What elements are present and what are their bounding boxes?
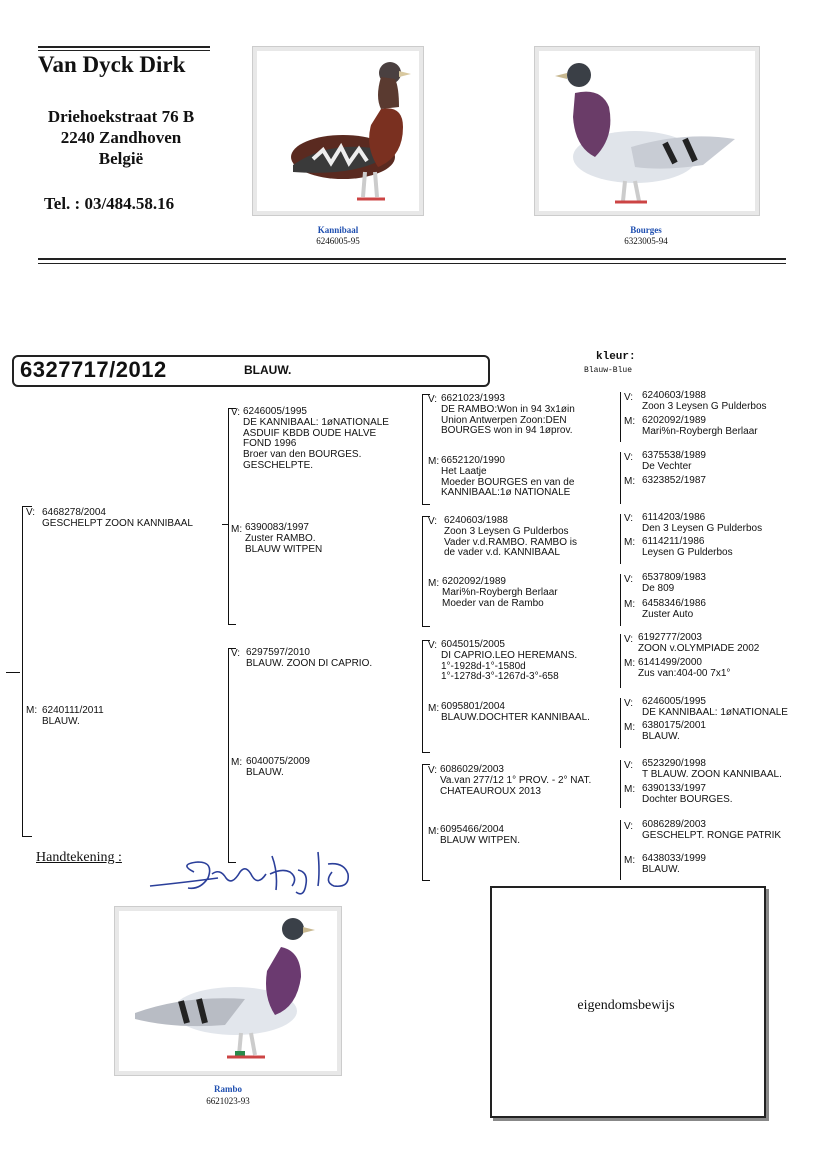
kleur-label: kleur: [596, 351, 636, 363]
gen2-1-tag: V: [231, 407, 241, 418]
gen2-4-tag: M: [231, 757, 243, 768]
gen3-6-tag: M: [428, 703, 440, 714]
gen4-7-sire: 6523290/1998 T BLAUW. ZOON KANNIBAAL. [642, 758, 782, 780]
gen2-2-info: 6390083/1997 Zuster RAMBO. BLAUW WITPEN [245, 522, 323, 555]
certificate-box [490, 886, 766, 1118]
gen3-1-info: 6621023/1993 DE RAMBO:Won in 94 3x1øin U… [441, 393, 575, 437]
sire-info: 6468278/2004 GESCHELPT ZOON KANNIBAAL [42, 507, 193, 529]
subject-ring: 6327717/2012 [20, 357, 167, 382]
owner-street: Driehoekstraat 76 B [47, 107, 195, 126]
gen2-4-info: 6040075/2009 BLAUW. [246, 756, 310, 778]
sire-tag: V: [26, 507, 36, 518]
gen4-2-dam: 6323852/1987 [642, 475, 706, 486]
gen2-1-info: 6246005/1995 DE KANNIBAAL: 1øNATIONALE A… [243, 406, 389, 471]
gen3-3-info: 6240603/1988 Zoon 3 Leysen G Pulderbos V… [444, 515, 577, 559]
gen3-3-tag: V: [428, 516, 438, 527]
certificate-label: eigendomsbewijs [577, 998, 675, 1013]
bourges-photo [534, 46, 760, 216]
kannibaal-photo [252, 46, 424, 216]
pigeon-bourges-image [555, 63, 735, 204]
gen4-2-sire: 6375538/1989 De Vechter [642, 450, 706, 472]
gen3-8-tag: M: [428, 826, 440, 837]
rambo-ring: 6621023-93 [206, 1096, 250, 1106]
pigeon-kannibaal-image [291, 62, 411, 201]
gen2-2-tag: M: [231, 524, 243, 535]
dam-tag: M: [26, 705, 38, 716]
gen3-2-info: 6652120/1990 Het Laatje Moeder BOURGES e… [441, 455, 575, 499]
kannibaal-caption: Kannibaal [317, 225, 359, 235]
owner-city: 2240 Zandhoven [60, 128, 182, 147]
subject-color: BLAUW. [244, 363, 292, 377]
owner-name: Van Dyck Dirk [38, 52, 186, 77]
gen4-6-dam: 6380175/2001 BLAUW. [642, 720, 706, 742]
gen4-5-sire: 6192777/2003 ZOON v.OLYMPIADE 2002 [638, 632, 760, 654]
gen3-4-info: 6202092/1989 Mari%n-Roybergh Berlaar Moe… [442, 576, 558, 609]
bourges-ring: 6323005-94 [624, 236, 668, 246]
dam-info: 6240111/2011 BLAUW. [42, 705, 104, 727]
owner-country: België [98, 149, 144, 168]
rambo-caption: Rambo [213, 1084, 242, 1094]
gen4-7-dam: 6390133/1997 Dochter BOURGES. [642, 783, 733, 805]
gen3-7-tag: V: [428, 765, 438, 776]
gen4-4-sire: 6537809/1983 De 809 [642, 572, 706, 594]
gen4-1-dam: 6202092/1989 Mari%n-Roybergh Berlaar [642, 415, 758, 437]
gen3-1-tag: V: [428, 394, 438, 405]
kleur-value: Blauw-Blue [584, 366, 633, 375]
gen3-5-tag: V: [428, 640, 438, 651]
bourges-caption: Bourges [630, 225, 662, 235]
gen3-6-info: 6095801/2004 BLAUW.DOCHTER KANNIBAAL. [441, 701, 590, 723]
gen3-2-tag: M: [428, 456, 440, 467]
gen4-3-sire: 6114203/1986 Den 3 Leysen G Pulderbos [642, 512, 763, 534]
gen2-3-info: 6297597/2010 BLAUW. ZOON DI CAPRIO. [246, 647, 373, 669]
gen4-4-dam: 6458346/1986 Zuster Auto [642, 598, 706, 620]
gen3-7-info: 6086029/2003 Va.van 277/12 1° PROV. - 2°… [440, 764, 592, 797]
pigeon-rambo-image [135, 918, 315, 1059]
gen4-8-dam: 6438033/1999 BLAUW. [642, 853, 706, 875]
gen3-8-info: 6095466/2004 BLAUW WITPEN. [440, 824, 521, 846]
gen3-5-info: 6045015/2005 DI CAPRIO.LEO HEREMANS. 1°-… [441, 639, 578, 683]
handwritten-signature [149, 851, 350, 895]
gen4-6-sire: 6246005/1995 DE KANNIBAAL: 1øNATIONALE [642, 696, 788, 718]
gen3-4-tag: M: [428, 578, 440, 589]
kannibaal-ring: 6246005-95 [316, 236, 360, 246]
owner-phone: Tel. : 03/484.58.16 [44, 194, 175, 213]
rambo-photo [114, 906, 342, 1076]
signature-label: Handtekening : [36, 850, 122, 865]
gen4-3-dam: 6114211/1986 Leysen G Pulderbos [642, 536, 733, 558]
header-divider [38, 258, 786, 260]
gen4-8-sire: 6086289/2003 GESCHELPT. RONGE PATRIK [642, 819, 782, 841]
gen2-3-tag: V: [231, 648, 241, 659]
gen4-5-dam: 6141499/2000 Zus van:404-00 7x1° [638, 657, 731, 679]
subject-ring-box [12, 355, 490, 387]
gen4-1-sire: 6240603/1988 Zoon 3 Leysen G Pulderbos [642, 390, 767, 412]
